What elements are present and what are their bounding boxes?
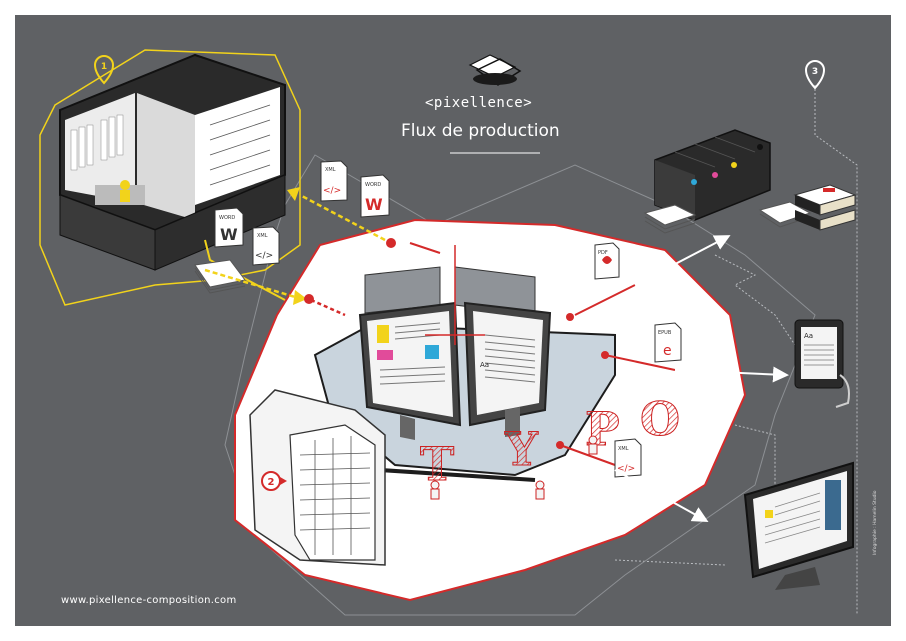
route-dotted-lines [614,85,858,615]
infographic-board: 2 Aa T Y P O [15,15,891,626]
file-word-returning: WORD W [360,174,390,218]
monitor-right: Aa [454,266,552,437]
svg-text:EPUB: EPUB [658,330,672,336]
website-url[interactable]: www.pixellence-composition.com [61,595,237,606]
production-flow-illustration: 2 Aa T Y P O [39,49,858,616]
channel-web: XML </> [556,438,709,522]
ereader-aa-label: Aa [804,332,813,340]
svg-text:e: e [663,343,672,359]
svg-text:</>: </> [255,251,273,261]
file-word-outgoing: WORD W [214,207,244,248]
server-building [249,389,386,566]
channel-print: PDF [566,235,731,321]
manuscript-paper-stack [194,259,246,294]
web-desktop-monitor [743,461,854,590]
svg-text:XML: XML [257,233,268,239]
step-2-marker: 2 [261,471,287,491]
printed-books-stack [793,184,857,231]
step-1-marker: 1 [93,55,115,85]
ebook-reader: Aa [794,319,850,408]
letter-o: O [640,392,680,446]
publisher-office [59,53,286,271]
monitor-left [358,266,462,440]
svg-text:</>: </> [617,464,635,474]
printing-press [643,129,812,234]
flow-to-publisher [287,187,396,248]
letter-y: Y [504,422,539,476]
illustration-credit: Infographie : Hamelin Studio [873,490,878,556]
svg-text:XML: XML [325,167,336,173]
page-title: Flux de production [401,121,560,141]
brand-name: <pixellence> [425,95,533,111]
svg-text:WORD: WORD [219,215,235,221]
svg-text:WORD: WORD [365,182,381,188]
step-3-marker: 3 [804,60,826,90]
monitor-aa-label: Aa [480,361,489,369]
file-xml-returning: XML </> [320,160,348,202]
step-1-number: 1 [101,62,107,72]
svg-text:W: W [365,195,383,214]
svg-text:</>: </> [323,186,341,196]
channel-ebook: EPUB e [601,322,789,383]
svg-text:W: W [220,225,238,244]
svg-text:XML: XML [618,446,629,452]
carrier-figures [430,435,598,500]
step-2-number: 2 [268,477,275,488]
step-3-number: 3 [812,67,818,77]
file-xml-outgoing: XML </> [252,226,280,266]
svg-text:PDF: PDF [598,250,608,256]
flow-to-hub [204,268,346,317]
pixellence-logo-icon [468,54,522,86]
